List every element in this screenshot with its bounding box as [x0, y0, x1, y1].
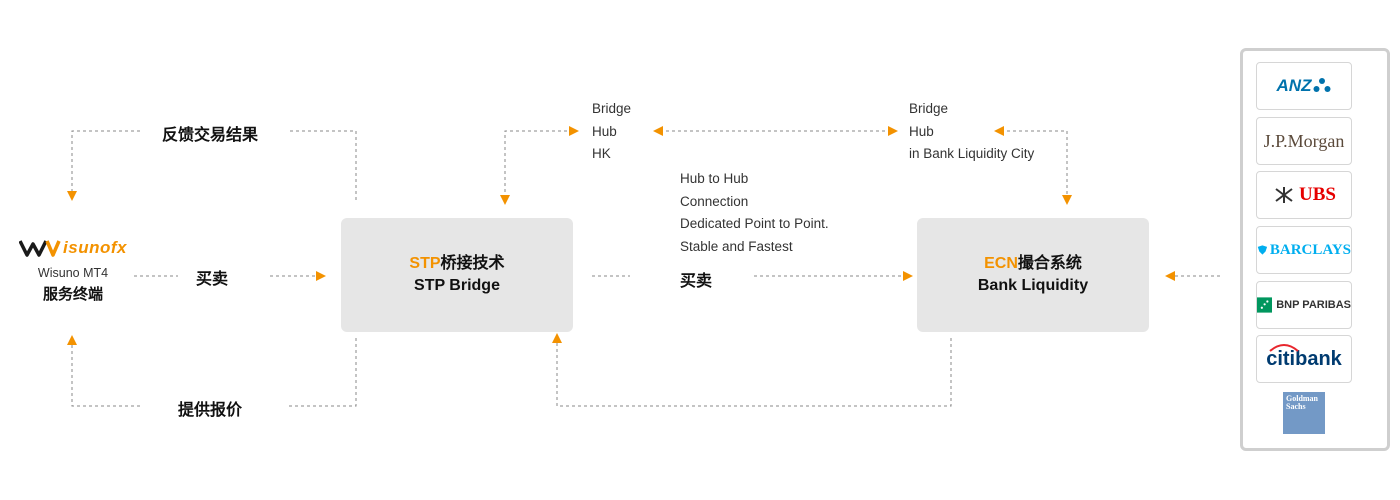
client-mt4-label: Wisuno MT4: [37, 266, 109, 280]
wisuno-logo: isunofx: [8, 236, 138, 260]
anz-people-icon: [1313, 78, 1331, 92]
bridge-hk-line2: Hub: [592, 123, 617, 139]
bnp-logo: BNP PARIBAS: [1276, 299, 1351, 311]
stp-bridge-box: STP桥接技术 STP Bridge: [341, 218, 573, 332]
ecn-title: ECN撮合系统: [984, 253, 1082, 275]
barclays-eagle-icon: [1257, 245, 1268, 255]
stp-title-text: 桥接技术: [440, 255, 505, 272]
bank-card-barclays: BARCLAYS: [1256, 226, 1352, 274]
ecn-liquidity-box: ECN撮合系统 Bank Liquidity: [917, 218, 1149, 332]
bank-card-bnp: BNP PARIBAS: [1256, 281, 1352, 329]
ubs-keys-icon: [1275, 187, 1293, 203]
hub-connection-line4: Stable and Fastest: [680, 238, 793, 254]
feedback-label: 反馈交易结果: [162, 127, 259, 144]
wisuno-w-icon: [19, 240, 61, 257]
buy-sell-left-label: 买卖: [196, 271, 229, 288]
client-terminal: isunofx Wisuno MT4 服务终端: [8, 236, 138, 304]
bridge-city-line1: Bridge: [909, 101, 949, 116]
bank-card-ubs: UBS: [1256, 171, 1352, 219]
bridge-hub-city: Bridge Hub in Bank Liquidity City: [909, 98, 1034, 166]
barclays-logo: BARCLAYS: [1269, 241, 1351, 258]
feedback-line: [288, 130, 357, 200]
citibank-logo: citibank: [1266, 347, 1342, 370]
bank-card-jpmorgan: J.P.Morgan: [1256, 117, 1352, 165]
hub-connection-line3: Dedicated Point to Point.: [680, 216, 829, 231]
ecn-prefix: ECN: [984, 255, 1018, 272]
hub-connection-line1: Hub to Hub: [680, 171, 749, 186]
ecn-subtitle: Bank Liquidity: [977, 277, 1089, 294]
stp-title: STP桥接技术: [409, 253, 504, 275]
anz-logo: ANZ: [1276, 76, 1312, 95]
ubs-logo: UBS: [1299, 184, 1336, 205]
goldman-logo: Goldman Sachs: [1286, 394, 1319, 411]
bank-card-citibank: citibank: [1256, 335, 1352, 383]
hub-connection-line2: Connection: [680, 193, 749, 209]
bridge-city-line3: in Bank Liquidity City: [909, 146, 1035, 161]
bridge-city-line2: Hub: [909, 123, 934, 139]
bank-card-goldman: Goldman Sachs: [1256, 389, 1352, 437]
feedback-line-left: [67, 130, 140, 201]
jpmorgan-logo: J.P.Morgan: [1263, 130, 1345, 151]
ecn-title-text: 撮合系统: [1017, 255, 1082, 272]
ecn-stp-return-line: [552, 333, 952, 407]
bridge-city-ecn-line: [994, 126, 1072, 205]
citi-arc-icon: [1269, 343, 1299, 352]
hub-connection-text: Hub to Hub Connection Dedicated Point to…: [680, 168, 829, 258]
goldman-logo-box: Goldman Sachs: [1283, 392, 1325, 434]
bridge-hk-line1: Bridge: [592, 101, 632, 116]
quote-line-left: [67, 335, 140, 407]
stp-bridge-hk-line: [500, 126, 579, 205]
stp-subtitle: STP Bridge: [414, 277, 500, 294]
bridge-hk-line3: HK: [592, 146, 611, 161]
quote-label: 提供报价: [178, 402, 243, 419]
client-title: 服务终端: [42, 286, 103, 303]
wisuno-logo-text: isunofx: [63, 238, 127, 257]
bridge-hub-hk: Bridge Hub HK: [592, 98, 631, 166]
bnp-stars-icon: [1257, 297, 1273, 313]
bank-card-anz: ANZ: [1256, 62, 1352, 110]
stp-prefix: STP: [409, 255, 441, 272]
quote-line: [288, 338, 357, 407]
buy-sell-mid-label: 买卖: [680, 273, 713, 290]
bank-liquidity-panel: ANZ J.P.Morgan UBS BARCLAYS BNP PARIBAS …: [1240, 48, 1390, 451]
